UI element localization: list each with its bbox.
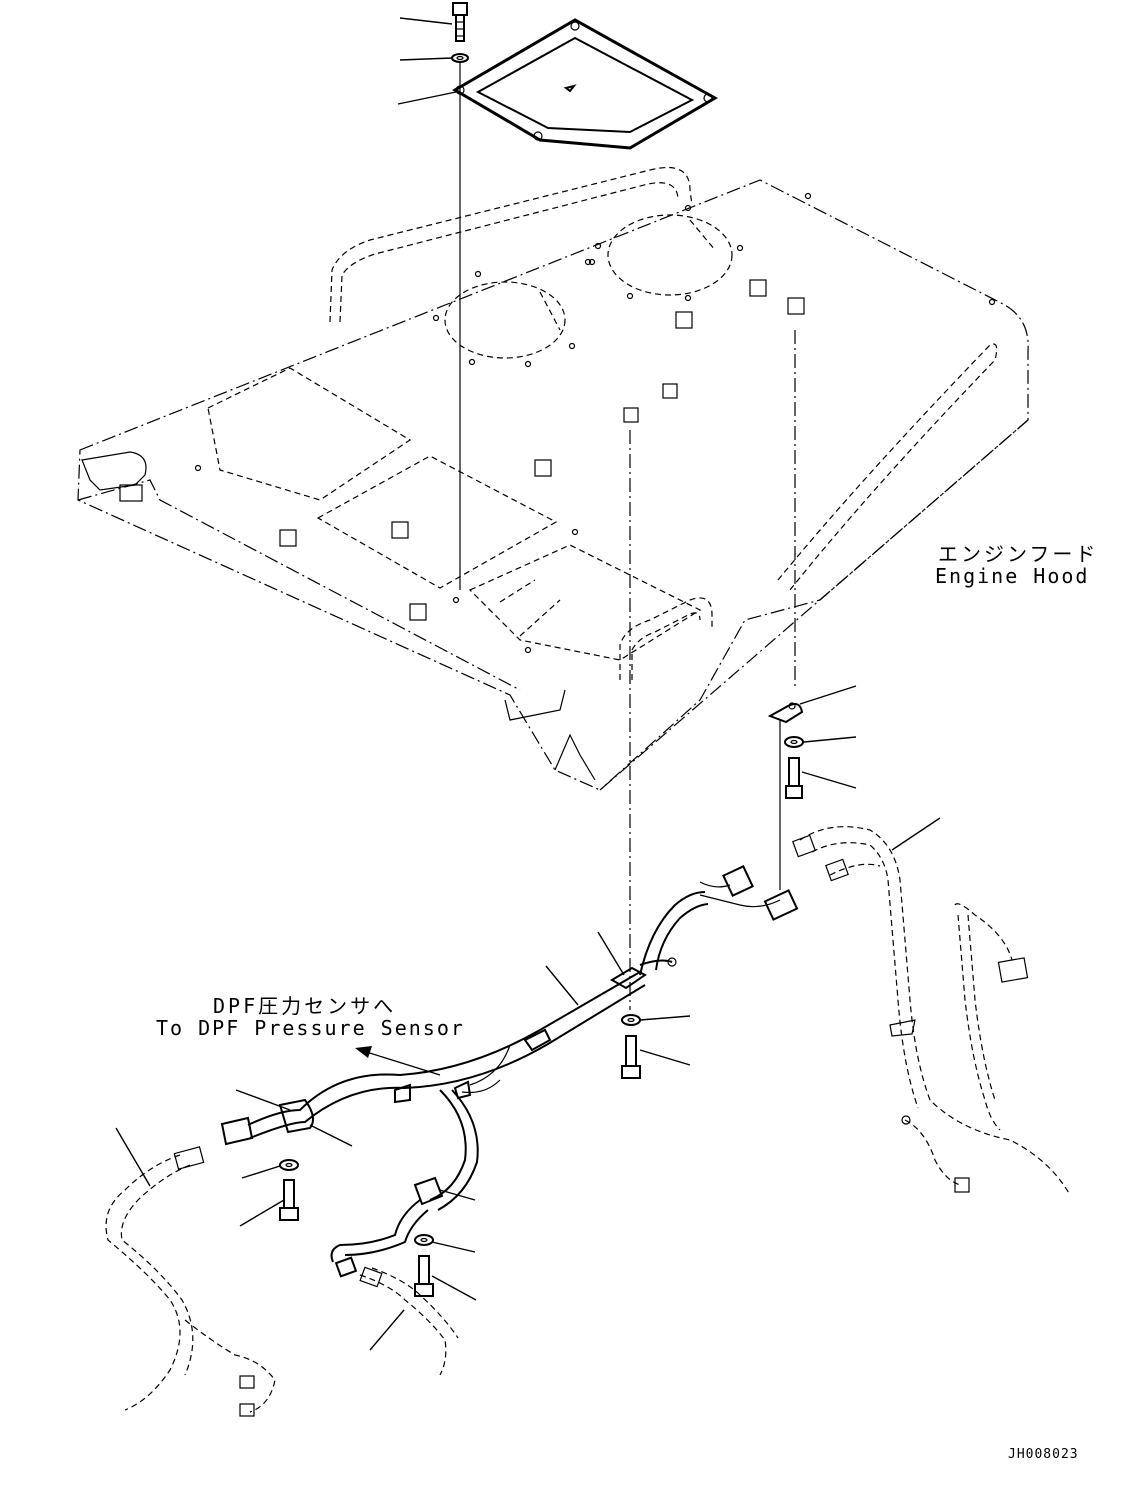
mid-washer [621,1014,641,1026]
leader-line [891,817,941,851]
leader-line [235,1089,291,1111]
related-harness-left [105,1146,276,1417]
left-washer [279,1159,299,1171]
drawing-code: JH008023 [1008,1447,1079,1462]
engine-hood [77,166,1029,791]
leader-line [597,931,625,976]
left-bolt [279,1179,299,1221]
dpf-sensor-label-en: To DPF Pressure Sensor [156,1016,465,1040]
leader-line [639,1015,691,1021]
leader-line [239,1199,285,1227]
right-washer [784,736,804,748]
leader-line [431,1275,477,1301]
right-clamp [767,702,804,724]
lower-bolt [414,1255,434,1297]
mid-bolt [621,1035,641,1079]
leader-line [439,1189,476,1201]
leader-line [545,965,579,1006]
cover-plate [452,18,719,150]
leader-line [309,1124,353,1147]
leader-line [803,736,857,743]
leader-line [241,1165,281,1179]
leader-line [369,1309,405,1351]
leader-line [397,91,457,105]
top-bolt [452,2,468,42]
related-harness-right [792,826,1071,1196]
dpf-sensor-label-jp: DPF圧力センサへ [213,994,397,1018]
engine-hood-label-en: Engine Hood [935,564,1090,588]
leader-line [431,1241,476,1253]
leader-line [799,685,857,705]
leader-line [115,1127,151,1187]
engine-hood-label-jp: エンジンフード [938,542,1099,566]
leader-line [399,57,453,61]
lower-washer [414,1234,434,1246]
wire-harness [220,865,799,1278]
top-washer [451,53,469,63]
leader-line [639,1049,691,1066]
leader-line [801,771,857,789]
leader-line [399,17,453,25]
right-bolt [785,757,803,799]
related-harness-bottom [359,1266,459,1376]
